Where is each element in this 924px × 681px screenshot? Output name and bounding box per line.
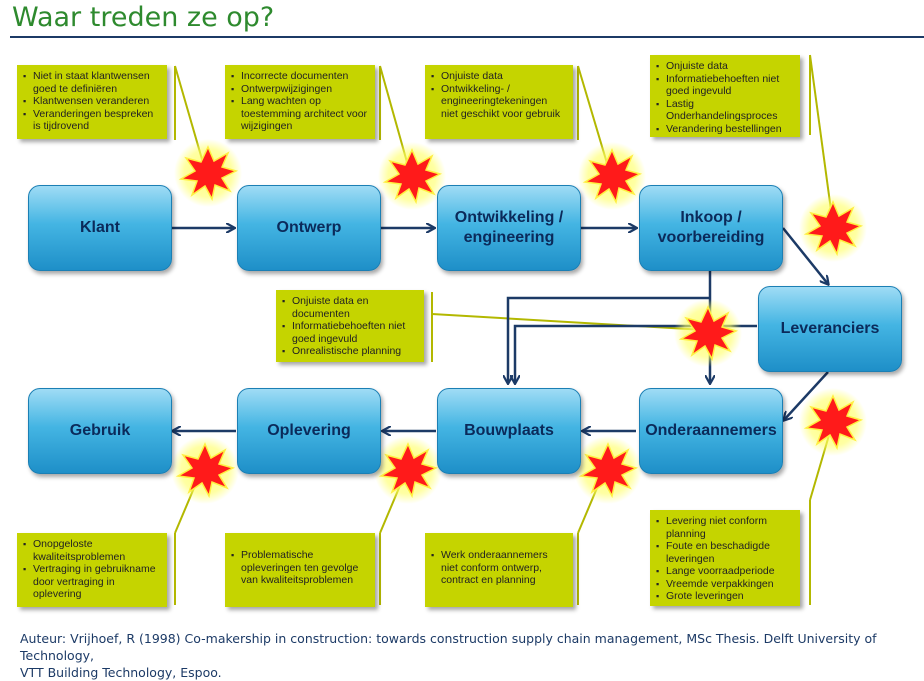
source-footer: Auteur: Vrijhoef, R (1998) Co-makership … — [20, 630, 910, 681]
note-inkoop-list: Onjuiste dataInformatiebehoeften niet go… — [656, 60, 794, 135]
node-oplevering-label: Oplevering — [267, 422, 351, 439]
note-ontwikkeling-list: Onjuiste dataOntwikkeling- / engineering… — [431, 70, 567, 120]
node-ontwerp: Ontwerp — [237, 185, 381, 271]
title-rule — [10, 36, 924, 38]
note-item: Problematische opleveringen ten gevolge … — [231, 549, 369, 587]
note-item: Onopgeloste kwaliteitsproblemen — [23, 538, 161, 563]
note-ontwerp: Incorrecte documentenOntwerpwijzigingenL… — [225, 65, 375, 139]
note-ontwikkeling: Onjuiste dataOntwikkeling- / engineering… — [425, 65, 573, 139]
problem-bursts — [171, 139, 867, 504]
node-leveranciers: Leveranciers — [758, 286, 902, 372]
page-title: Waar treden ze op? — [12, 2, 275, 33]
node-oplevering: Oplevering — [237, 388, 381, 474]
note-bouwplaats: Werk onderaannemers niet conform ontwerp… — [425, 533, 573, 607]
note-item: Incorrecte documenten — [231, 70, 369, 83]
note-item: Onjuiste data — [431, 70, 567, 83]
note-item: Veranderingen bespreken is tijdrovend — [23, 108, 161, 133]
node-inkoop-label-2: voorbereiding — [657, 229, 765, 246]
node-gebruik-label: Gebruik — [69, 422, 131, 439]
note-item: Grote leveringen — [656, 590, 794, 603]
node-gebruik: Gebruik — [28, 388, 172, 474]
note-inkoop: Onjuiste dataInformatiebehoeften niet go… — [650, 55, 800, 137]
note-item: Ontwerpwijzigingen — [231, 83, 369, 96]
note-item: Verandering bestellingen — [656, 123, 794, 136]
note-item: Klantwensen veranderen — [23, 95, 161, 108]
node-leveranciers-label: Leveranciers — [780, 320, 880, 337]
note-item: Onrealistische planning — [282, 345, 418, 358]
note-middle: Onjuiste data en documentenInformatiebeh… — [276, 290, 424, 362]
note-bouwplaats-list: Werk onderaannemers niet conform ontwerp… — [431, 549, 567, 587]
note-item: Onjuiste data — [656, 60, 794, 73]
footer-line-1: Auteur: Vrijhoef, R (1998) Co-makership … — [20, 631, 877, 663]
note-leveranciers-list: Levering niet conform planningFoute en b… — [656, 515, 794, 603]
note-oplevering-list: Problematische opleveringen ten gevolge … — [231, 549, 369, 587]
note-item: Informatiebehoeften niet goed ingevuld — [282, 320, 418, 345]
node-ontwerp-label: Ontwerp — [276, 219, 342, 236]
note-item: Foute en beschadigde leveringen — [656, 540, 794, 565]
note-item: Onjuiste data en documenten — [282, 295, 418, 320]
diagram-connectors — [170, 54, 867, 605]
node-ontwikkeling-label-2: engineering — [463, 229, 555, 246]
node-bouwplaats: Bouwplaats — [437, 388, 581, 474]
node-ontwikkeling: Ontwikkeling / engineering — [437, 185, 581, 271]
note-klant-list: Niet in staat klantwensen goed te defini… — [23, 70, 161, 133]
note-leveranciers: Levering niet conform planningFoute en b… — [650, 510, 800, 606]
note-item: Levering niet conform planning — [656, 515, 794, 540]
node-klant: Klant — [28, 185, 172, 271]
note-item: Lastig Onderhandelingsproces — [656, 98, 794, 123]
footer-line-2: VTT Building Technology, Espoo. — [20, 665, 222, 680]
note-item: Vertraging in gebruikname door vertragin… — [23, 563, 161, 601]
node-ontwikkeling-label-1: Ontwikkeling / — [454, 209, 564, 226]
note-item: Ontwikkeling- / engineeringtekeningen ni… — [431, 83, 567, 121]
node-inkoop: Inkoop / voorbereiding — [639, 185, 783, 271]
note-klant: Niet in staat klantwensen goed te defini… — [17, 65, 167, 139]
note-oplevering: Problematische opleveringen ten gevolge … — [225, 533, 375, 607]
note-item: Informatiebehoeften niet goed ingevuld — [656, 73, 794, 98]
node-inkoop-label-1: Inkoop / — [680, 209, 742, 226]
note-item: Vreemde verpakkingen — [656, 578, 794, 591]
note-middle-list: Onjuiste data en documentenInformatiebeh… — [282, 295, 418, 358]
note-gebruik: Onopgeloste kwaliteitsproblemenVertragin… — [17, 533, 167, 607]
node-onderaannemers-label: Onderaannemers — [645, 422, 777, 439]
node-klant-label: Klant — [80, 219, 120, 236]
note-item: Lang wachten op toestemming architect vo… — [231, 95, 369, 133]
note-item: Niet in staat klantwensen goed te defini… — [23, 70, 161, 95]
note-item: Werk onderaannemers niet conform ontwerp… — [431, 549, 567, 587]
note-item: Lange voorraadperiode — [656, 565, 794, 578]
node-onderaannemers: Onderaannemers — [639, 388, 783, 474]
note-gebruik-list: Onopgeloste kwaliteitsproblemenVertragin… — [23, 538, 161, 601]
note-ontwerp-list: Incorrecte documentenOntwerpwijzigingenL… — [231, 70, 369, 133]
node-bouwplaats-label: Bouwplaats — [464, 422, 554, 439]
